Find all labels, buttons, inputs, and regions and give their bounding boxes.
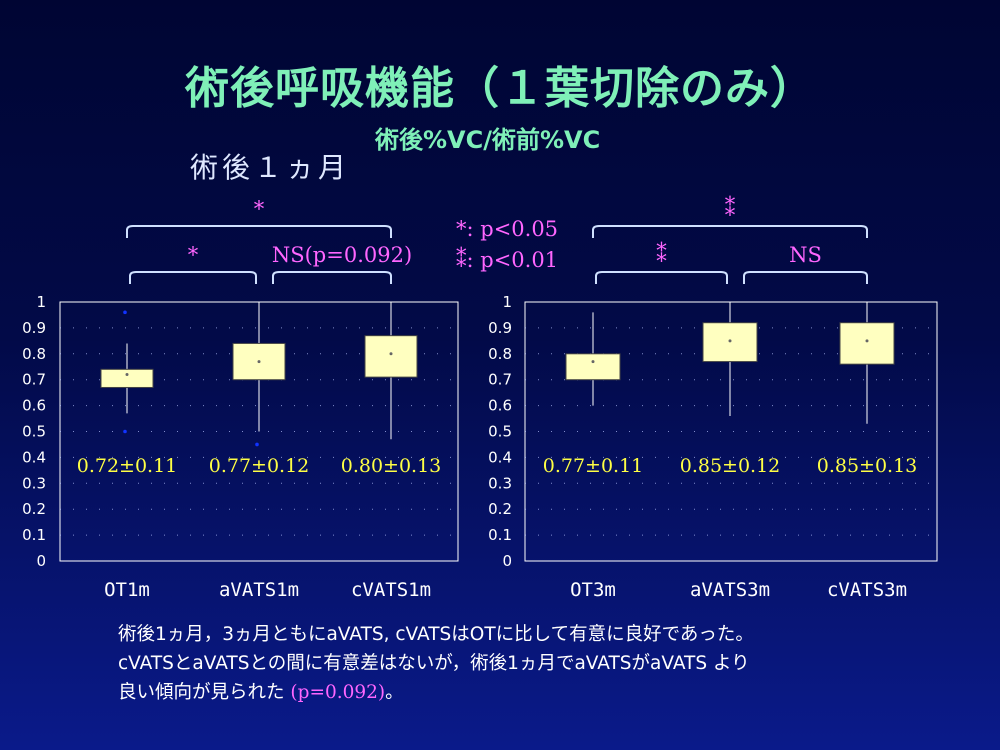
- y-tick-label: 0.7: [488, 371, 512, 389]
- category-label: aVATS1m: [219, 579, 299, 601]
- significance-label: ⁑: [725, 196, 736, 221]
- category-label: aVATS3m: [690, 579, 770, 601]
- box: [839, 322, 895, 365]
- y-tick-label: 0.7: [22, 371, 46, 389]
- outlier-point: [123, 310, 127, 315]
- stat-label: 0.77±0.11: [543, 455, 644, 477]
- slide-subtitle: 術後%VC/術前%VC: [375, 126, 601, 154]
- y-tick-label: 0.6: [488, 397, 512, 415]
- category-label: OT3m: [570, 579, 616, 601]
- period-label: 術後１ヵ月: [190, 151, 351, 184]
- mean-marker: [591, 360, 595, 364]
- outlier-point: [123, 429, 127, 434]
- slide-title: 術後呼吸機能（１葉切除のみ）: [185, 63, 815, 114]
- significance-label: ⁑: [656, 242, 667, 267]
- significance-bracket: [129, 271, 257, 284]
- stat-label: 0.72±0.11: [77, 455, 178, 477]
- significance-label: NS(p=0.092): [272, 243, 412, 267]
- category-label: cVATS3m: [827, 579, 907, 601]
- summary-line-3: 良い傾向が見られた (p=0.092)。: [118, 678, 978, 707]
- y-tick-label: 0.9: [22, 319, 46, 337]
- y-tick-label: 0.3: [22, 474, 46, 492]
- y-tick-label: 0.1: [22, 526, 46, 544]
- y-tick-label: 0.1: [488, 526, 512, 544]
- significance-bracket: [595, 271, 728, 284]
- significance-bracket: [592, 225, 868, 238]
- summary-line-3-prefix: 良い傾向が見られた: [118, 682, 291, 703]
- y-tick-label: 1: [502, 293, 512, 311]
- summary-line-1: 術後1ヵ月，3ヵ月ともにaVATS, cVATSはOTに比して有意に良好であった…: [118, 624, 754, 645]
- y-tick-label: 0.5: [488, 423, 512, 441]
- y-tick-label: 0.8: [488, 345, 512, 363]
- legend-p005: *: p<0.05: [456, 217, 559, 241]
- y-tick-label: 0.3: [488, 474, 512, 492]
- y-tick-label: 1: [36, 293, 46, 311]
- y-tick-label: 0.2: [22, 500, 46, 518]
- y-tick-label: 0: [502, 552, 512, 570]
- box: [232, 342, 286, 381]
- y-tick-label: 0: [36, 552, 46, 570]
- summary-p-value: (p=0.092): [290, 682, 386, 703]
- category-label: OT1m: [104, 579, 150, 601]
- significance-label: *: [188, 243, 199, 267]
- mean-marker: [865, 339, 869, 343]
- mean-marker: [389, 352, 393, 356]
- mean-marker: [728, 339, 732, 343]
- summary-text: 術後1ヵ月，3ヵ月ともにaVATS, cVATSはOTに比して有意に良好であった…: [118, 620, 978, 707]
- significance-bracket: [743, 271, 868, 284]
- mean-marker: [125, 373, 129, 377]
- significance-bracket: [126, 225, 392, 238]
- y-tick-label: 0.8: [22, 345, 46, 363]
- y-tick-label: 0.4: [488, 448, 512, 466]
- significance-legend: *: p<0.05 ⁑: p<0.01: [456, 214, 558, 276]
- y-tick-label: 0.6: [22, 397, 46, 415]
- legend-p001: ⁑: p<0.01: [456, 248, 559, 272]
- y-tick-label: 0.5: [22, 423, 46, 441]
- summary-line-3-suffix: 。: [385, 682, 404, 703]
- box: [100, 368, 154, 388]
- stat-label: 0.85±0.13: [817, 455, 918, 477]
- box: [364, 335, 418, 378]
- category-label: cVATS1m: [351, 579, 431, 601]
- y-tick-label: 0.2: [488, 500, 512, 518]
- stat-label: 0.80±0.13: [341, 455, 442, 477]
- y-tick-label: 0.4: [22, 448, 46, 466]
- box: [565, 353, 621, 381]
- significance-label: NS: [789, 243, 822, 267]
- summary-line-2: cVATSとaVATSとの間に有意差はないが，術後1ヵ月でaVATSがaVATS…: [118, 653, 750, 674]
- outlier-point: [255, 442, 259, 447]
- y-tick-label: 0.9: [488, 319, 512, 337]
- significance-bracket: [272, 271, 392, 284]
- mean-marker: [257, 360, 261, 364]
- significance-label: *: [254, 197, 265, 221]
- stat-label: 0.85±0.12: [680, 455, 781, 477]
- stat-label: 0.77±0.12: [209, 455, 310, 477]
